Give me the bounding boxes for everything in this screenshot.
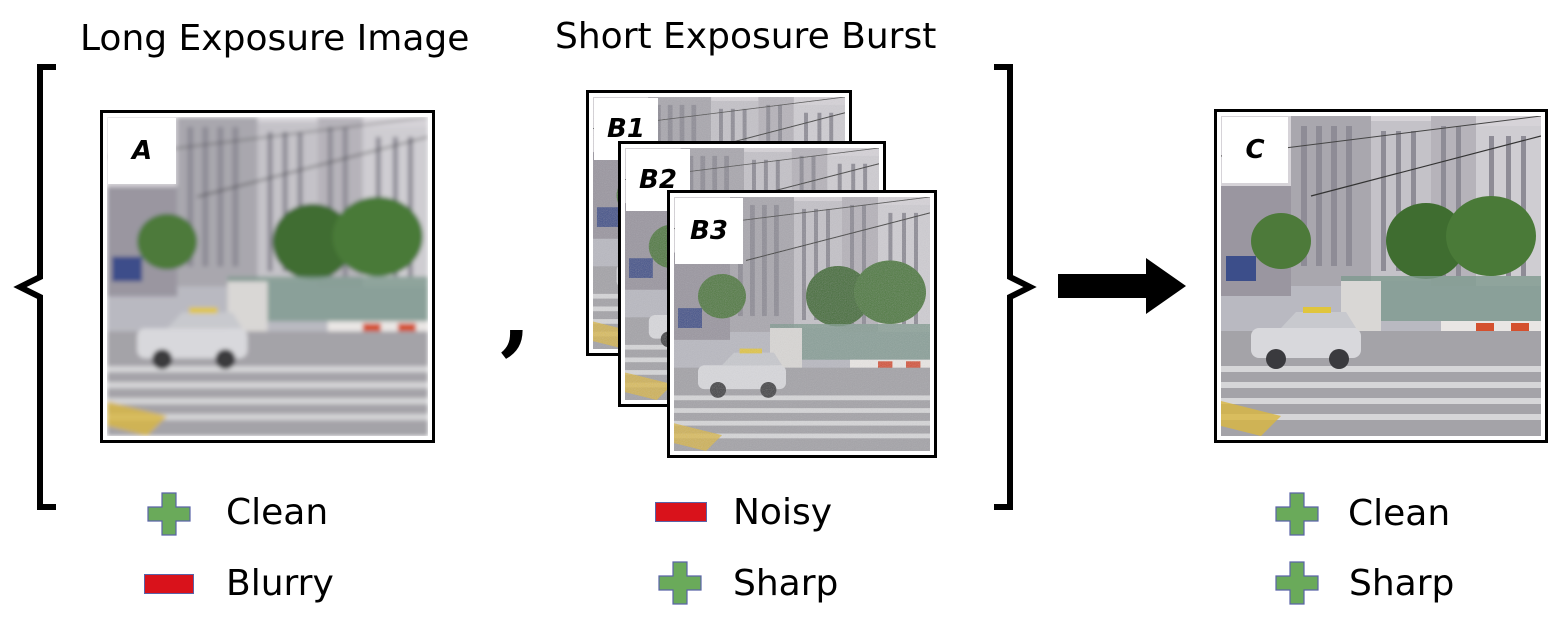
plus-icon xyxy=(658,561,702,605)
legend-output-sharp: Sharp xyxy=(1349,563,1455,604)
long-exposure-title: Long Exposure Image xyxy=(80,18,470,59)
plus-icon xyxy=(147,492,191,536)
legend-long-clean: Clean xyxy=(226,492,329,533)
separator-comma: , xyxy=(500,260,532,366)
left-brace-icon xyxy=(13,64,56,510)
legend-short-sharp: Sharp xyxy=(733,563,839,604)
legend-long-blurry: Blurry xyxy=(226,563,334,604)
right-arrow-icon xyxy=(1058,258,1186,314)
short-exposure-title: Short Exposure Burst xyxy=(555,16,937,57)
minus-icon xyxy=(655,502,707,522)
minus-icon xyxy=(144,574,194,594)
legend-short-noisy: Noisy xyxy=(733,492,833,533)
plus-icon xyxy=(1275,492,1319,536)
right-brace-icon xyxy=(994,64,1037,510)
label-c: C xyxy=(1222,117,1288,183)
plus-icon xyxy=(1275,561,1319,605)
legend-output-clean: Clean xyxy=(1348,493,1451,534)
label-a: A xyxy=(108,118,176,184)
label-b3: B3 xyxy=(675,198,743,264)
